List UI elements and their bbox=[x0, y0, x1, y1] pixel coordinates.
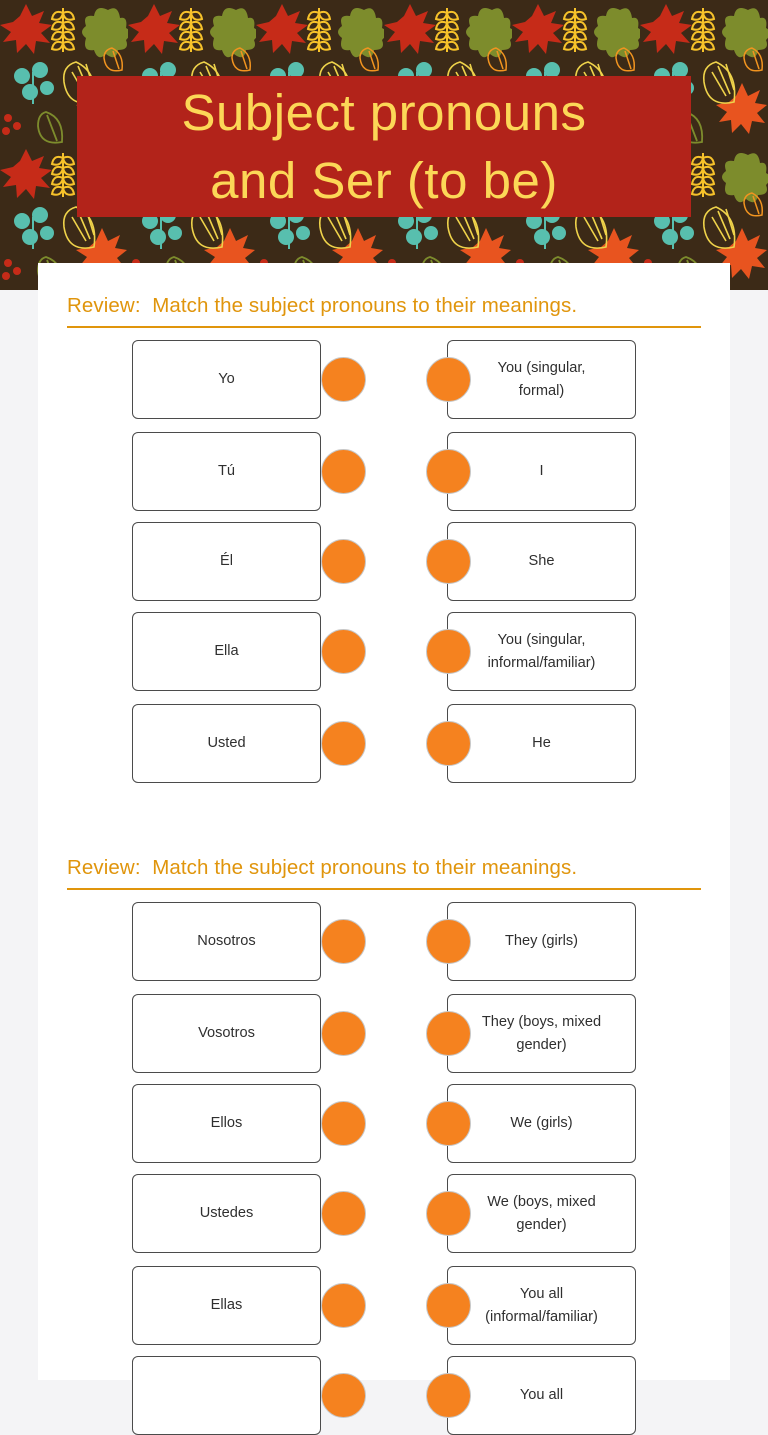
match-row: Ella You (singular, informal/familiar) bbox=[38, 612, 730, 691]
match-knob-left[interactable] bbox=[321, 721, 366, 766]
pronoun-label: Yo bbox=[218, 371, 235, 388]
match-knob-left[interactable] bbox=[321, 357, 366, 402]
pronoun-label: Él bbox=[220, 553, 233, 570]
match-knob-left[interactable] bbox=[321, 1101, 366, 1146]
meaning-label: He bbox=[532, 735, 551, 752]
meaning-label: I bbox=[539, 463, 544, 480]
meaning-label: You (singular, formal) bbox=[497, 359, 586, 399]
meaning-box[interactable]: They (boys, mixed gender) bbox=[426, 994, 636, 1073]
page-title: Subject pronouns and Ser (to be) bbox=[181, 84, 587, 209]
meaning-box[interactable]: We (boys, mixed gender) bbox=[426, 1174, 636, 1253]
meaning-box[interactable]: You all (informal/familiar) bbox=[426, 1266, 636, 1345]
meaning-box[interactable]: You (singular, formal) bbox=[426, 340, 636, 419]
match-knob-left[interactable] bbox=[321, 539, 366, 584]
match-knob-left[interactable] bbox=[321, 629, 366, 674]
pronoun-label: Ellos bbox=[210, 1115, 243, 1132]
section-1-rule bbox=[67, 326, 701, 328]
pronoun-box[interactable]: Él bbox=[132, 522, 366, 601]
pronoun-box[interactable]: Ustedes bbox=[132, 1174, 366, 1253]
meaning-box[interactable]: She bbox=[426, 522, 636, 601]
section-2-heading: Review: Match the subject pronouns to th… bbox=[67, 856, 578, 879]
meaning-label: You all (informal/familiar) bbox=[485, 1285, 598, 1325]
pronoun-label: Nosotros bbox=[197, 933, 256, 950]
match-knob-right[interactable] bbox=[426, 449, 471, 494]
pronoun-box[interactable]: Ella bbox=[132, 612, 366, 691]
match-row: Ustedes We (boys, mixed gender) bbox=[38, 1174, 730, 1253]
meaning-label: They (girls) bbox=[505, 933, 578, 950]
meaning-box[interactable]: He bbox=[426, 704, 636, 783]
pronoun-box[interactable]: Ellas bbox=[132, 1266, 366, 1345]
meaning-box[interactable]: We (girls) bbox=[426, 1084, 636, 1163]
meaning-label: We (girls) bbox=[510, 1115, 573, 1132]
match-knob-left[interactable] bbox=[321, 449, 366, 494]
match-row: Él She bbox=[38, 522, 730, 601]
pronoun-box[interactable]: Tú bbox=[132, 432, 366, 511]
match-row: Ellos We (girls) bbox=[38, 1084, 730, 1163]
meaning-box[interactable]: You (singular, informal/familiar) bbox=[426, 612, 636, 691]
meaning-label: You (singular, informal/familiar) bbox=[487, 631, 596, 671]
pronoun-box[interactable] bbox=[132, 1356, 366, 1435]
match-row: Yo You (singular, formal) bbox=[38, 340, 730, 419]
match-row: Tú I bbox=[38, 432, 730, 511]
title-plate: Subject pronouns and Ser (to be) bbox=[77, 76, 691, 217]
pronoun-box[interactable]: Usted bbox=[132, 704, 366, 783]
meaning-box[interactable]: You all bbox=[426, 1356, 636, 1435]
match-row: Ellas You all (informal/familiar) bbox=[38, 1266, 730, 1345]
pronoun-label: Usted bbox=[207, 735, 246, 752]
pronoun-box[interactable]: Ellos bbox=[132, 1084, 366, 1163]
match-knob-left[interactable] bbox=[321, 1011, 366, 1056]
match-knob-right[interactable] bbox=[426, 721, 471, 766]
match-knob-left[interactable] bbox=[321, 919, 366, 964]
meaning-label: You all bbox=[519, 1387, 564, 1404]
match-knob-right[interactable] bbox=[426, 1283, 471, 1328]
match-row-partial: You all bbox=[38, 1356, 730, 1435]
match-knob-right[interactable] bbox=[426, 1011, 471, 1056]
match-knob-left[interactable] bbox=[321, 1191, 366, 1236]
match-knob-right[interactable] bbox=[426, 539, 471, 584]
pronoun-box[interactable]: Nosotros bbox=[132, 902, 366, 981]
match-row: Nosotros They (girls) bbox=[38, 902, 730, 981]
match-knob-right[interactable] bbox=[426, 1191, 471, 1236]
meaning-label: She bbox=[528, 553, 555, 570]
pronoun-label: Vosotros bbox=[198, 1025, 255, 1042]
match-knob-right[interactable] bbox=[426, 629, 471, 674]
match-knob-left[interactable] bbox=[321, 1283, 366, 1328]
match-row: Vosotros They (boys, mixed gender) bbox=[38, 994, 730, 1073]
match-knob-right[interactable] bbox=[426, 919, 471, 964]
pronoun-box[interactable]: Yo bbox=[132, 340, 366, 419]
pronoun-box[interactable]: Vosotros bbox=[132, 994, 366, 1073]
meaning-box[interactable]: I bbox=[426, 432, 636, 511]
worksheet-card: Review: Match the subject pronouns to th… bbox=[38, 263, 730, 1435]
match-knob-right[interactable] bbox=[426, 1101, 471, 1146]
pronoun-label: Tú bbox=[217, 463, 236, 480]
pronoun-label: Ella bbox=[214, 643, 239, 660]
match-row: Usted He bbox=[38, 704, 730, 783]
section-2-rule bbox=[67, 888, 701, 890]
match-knob-right[interactable] bbox=[426, 357, 471, 402]
section-1-heading: Review: Match the subject pronouns to th… bbox=[67, 294, 578, 317]
header-banner: Subject pronouns and Ser (to be) bbox=[0, 0, 768, 290]
meaning-box[interactable]: They (girls) bbox=[426, 902, 636, 981]
meaning-label: They (boys, mixed gender) bbox=[481, 1013, 602, 1053]
pronoun-label: Ellas bbox=[210, 1297, 243, 1314]
meaning-label: We (boys, mixed gender) bbox=[487, 1193, 596, 1233]
pronoun-label: Ustedes bbox=[199, 1205, 254, 1222]
